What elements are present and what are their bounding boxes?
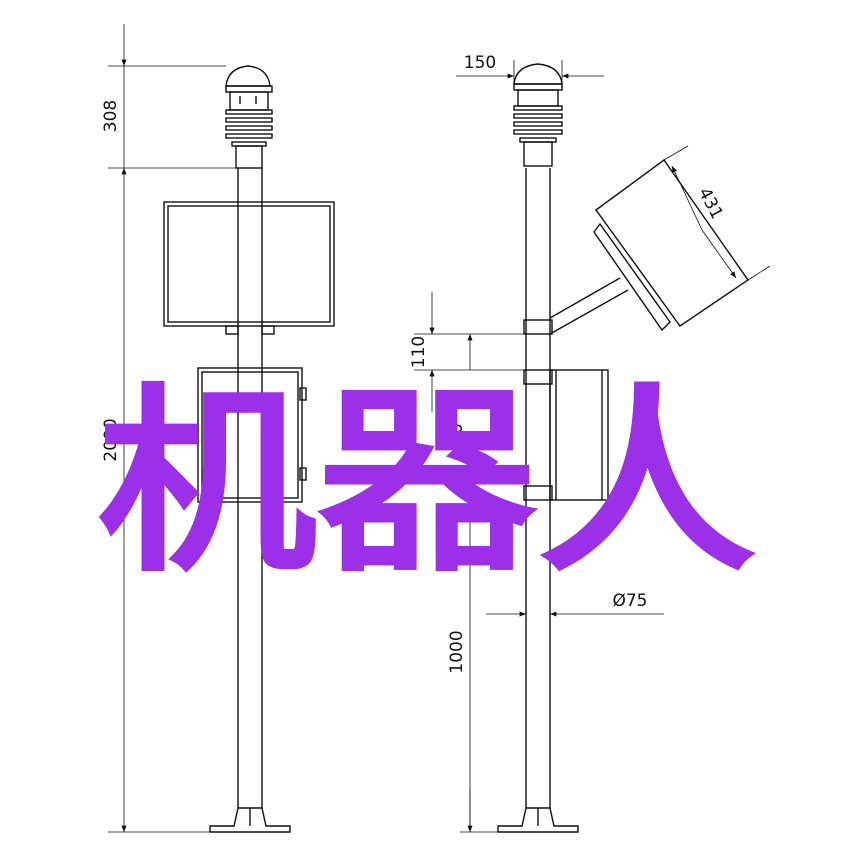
front-view bbox=[108, 24, 335, 833]
weather-sensor bbox=[513, 63, 563, 167]
side-view bbox=[414, 60, 771, 833]
equipment-box bbox=[197, 367, 307, 503]
dim-pole-diameter: Ø75 bbox=[612, 591, 647, 611]
solar-panel bbox=[549, 159, 749, 335]
dim-panel-size: 431 bbox=[694, 185, 727, 223]
weather-sensor bbox=[225, 65, 273, 169]
dim-sensor-height: 308 bbox=[101, 100, 121, 132]
bracket-lower bbox=[523, 485, 553, 501]
bracket-middle bbox=[523, 369, 553, 385]
equipment-box bbox=[549, 369, 609, 501]
dim-lower-height: 1000 bbox=[447, 630, 467, 673]
watermark-text: 机器人 bbox=[97, 367, 757, 600]
display-board bbox=[163, 201, 335, 335]
dim-sensor-width: 150 bbox=[464, 53, 496, 73]
pole-base bbox=[497, 807, 579, 833]
dim-box-gap: 30 bbox=[447, 423, 467, 445]
dim-bracket-gap: 110 bbox=[409, 336, 429, 368]
dim-total-height: 2000 bbox=[101, 418, 121, 461]
bracket-upper bbox=[523, 319, 553, 335]
pole-base bbox=[209, 807, 291, 833]
